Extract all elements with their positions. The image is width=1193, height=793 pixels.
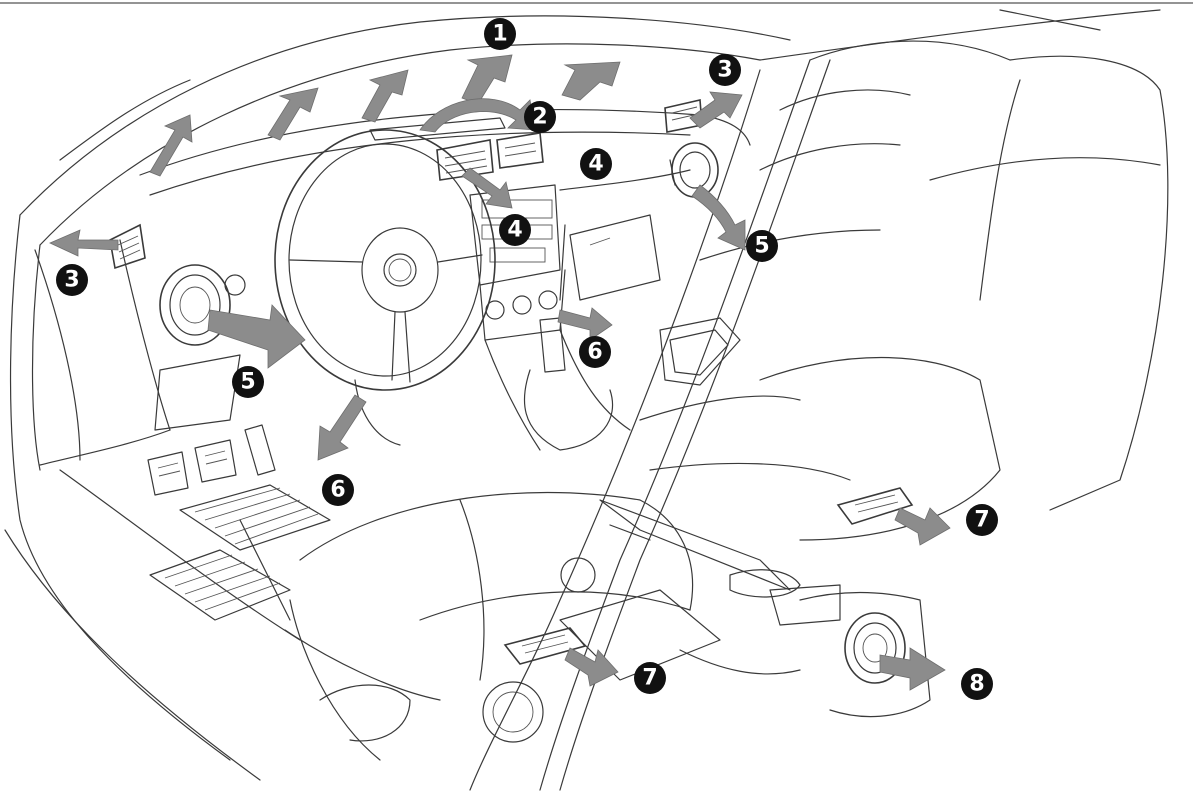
badge-8-label: 8 <box>969 672 984 697</box>
center-vent-arrow <box>461 167 513 209</box>
console-arrow <box>557 307 613 341</box>
passenger-seat <box>639 40 1169 541</box>
badge-8: 8 <box>961 668 993 700</box>
rear-round-vent <box>844 612 906 684</box>
badge-7-rear-right: 7 <box>966 504 998 536</box>
demist-arrow <box>419 98 536 133</box>
pillar-lines <box>469 59 831 791</box>
badge-6-center-label: 6 <box>587 340 602 365</box>
badge-6-footwell: 6 <box>322 474 354 506</box>
left-window-arrow <box>49 229 119 257</box>
badge-3-left-label: 3 <box>64 268 79 293</box>
badge-1: 1 <box>484 18 516 50</box>
badge-4-upper-label: 4 <box>588 152 603 177</box>
badge-4-lower-label: 4 <box>507 218 522 243</box>
badge-5-right-label: 5 <box>754 234 769 259</box>
badge-4-lower: 4 <box>499 214 531 246</box>
windshield-arrow-1 <box>149 114 193 177</box>
footwell-arrow <box>317 394 367 461</box>
badge-6-footwell-label: 6 <box>330 478 345 503</box>
windshield-arrow-4 <box>461 54 513 105</box>
left-round-vent <box>159 264 246 346</box>
left-side-vent <box>109 223 146 270</box>
dashboard <box>39 109 751 466</box>
floor-mat-rear <box>149 549 291 621</box>
rear-right-floor-vent <box>836 487 914 525</box>
badge-1-label: 1 <box>492 22 507 47</box>
badge-5-right: 5 <box>746 230 778 262</box>
badge-5-left: 5 <box>232 366 264 398</box>
rear-left-floor-vent <box>503 627 587 665</box>
pedals <box>147 424 276 496</box>
door-trim <box>34 143 901 621</box>
rear-left-arrow <box>564 647 619 687</box>
rear-console <box>769 584 931 718</box>
badge-4-upper: 4 <box>580 148 612 180</box>
badge-6-center: 6 <box>579 336 611 368</box>
floor-mat-front <box>179 484 331 551</box>
rear-vent-arrow <box>879 647 946 691</box>
windshield-arrow-3 <box>361 69 409 123</box>
rear-right-arrow <box>894 507 951 546</box>
badge-2-label: 2 <box>532 105 547 130</box>
windshield-arrow-2 <box>267 87 319 141</box>
right-vent-arrow <box>691 184 746 251</box>
left-vent-arrow <box>207 304 306 369</box>
badge-2: 2 <box>524 101 556 133</box>
badge-3-left: 3 <box>56 264 88 296</box>
badge-7-rear-left-label: 7 <box>642 666 657 691</box>
right-round-vent <box>669 142 719 198</box>
badge-5-left-label: 5 <box>240 370 255 395</box>
steering-wheel <box>274 129 496 446</box>
badge-7-rear-left: 7 <box>634 662 666 694</box>
badge-3-right-label: 3 <box>717 58 732 83</box>
airflow-arrows <box>49 54 951 691</box>
badge-3-right: 3 <box>709 54 741 86</box>
center-dash-vents <box>369 117 544 181</box>
windshield-arrow-5 <box>561 61 621 101</box>
right-window-arrow <box>689 91 743 129</box>
badge-7-rear-right-label: 7 <box>974 508 989 533</box>
driver-seat <box>284 491 801 761</box>
car-body-outline <box>4 9 1161 781</box>
